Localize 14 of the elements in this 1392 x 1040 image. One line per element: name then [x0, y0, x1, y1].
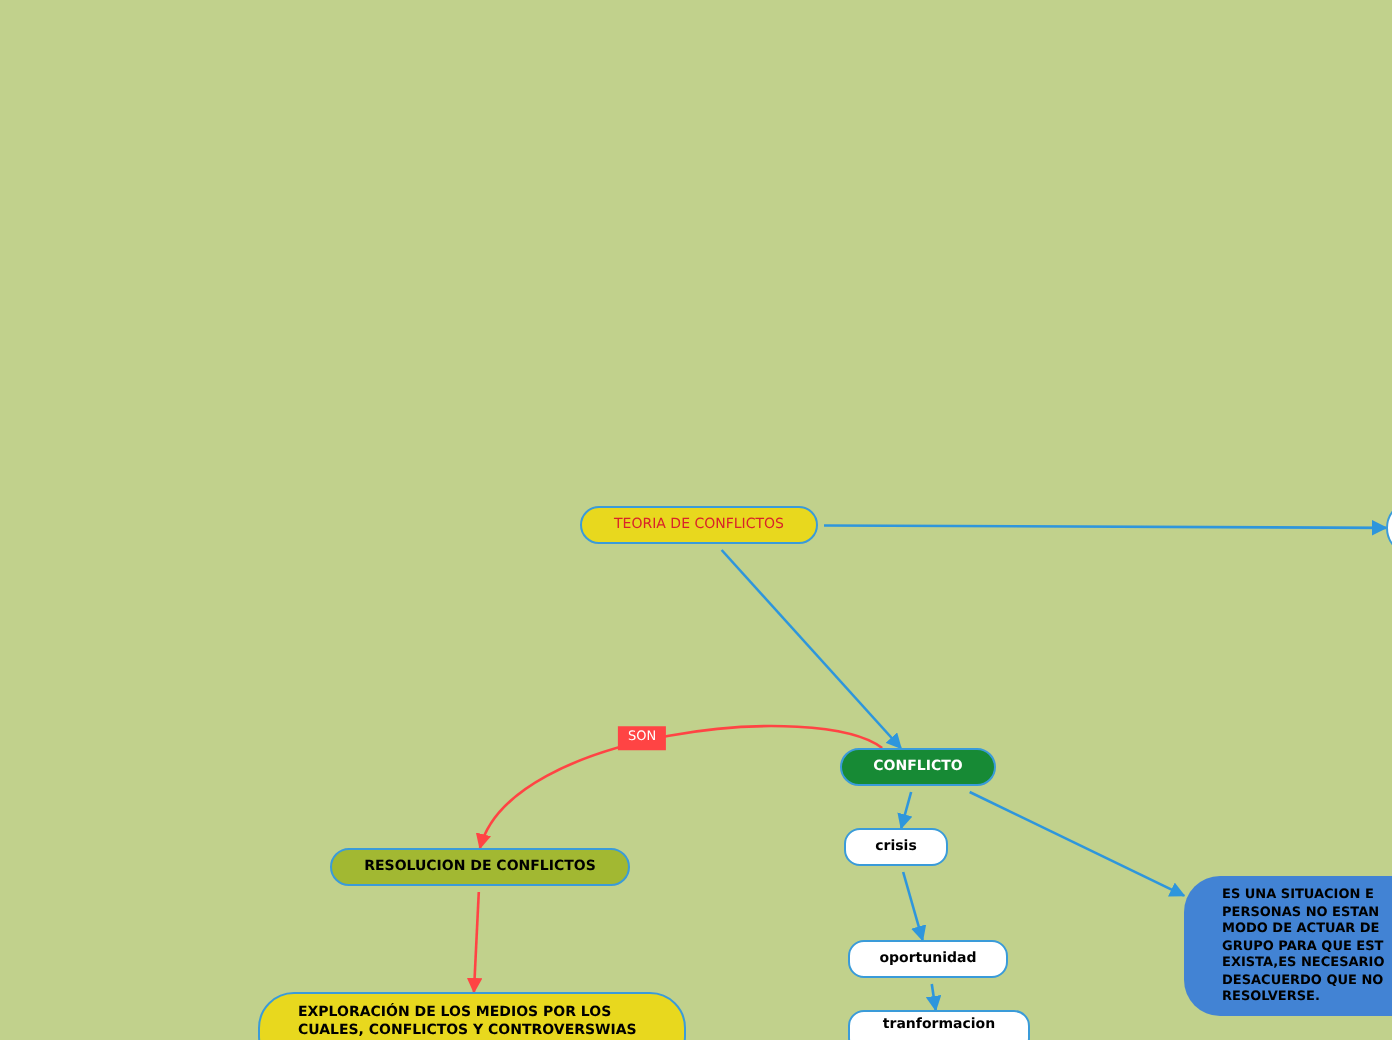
- topic-box: [848, 940, 1008, 978]
- arrow: [720, 549, 902, 750]
- topic-box: [1184, 876, 1392, 1016]
- arrow: [466, 891, 483, 994]
- arrow: [478, 725, 883, 850]
- topic-box: [330, 848, 630, 886]
- arrow: [824, 520, 1388, 536]
- arrow: [925, 983, 942, 1012]
- topic-box: [580, 506, 818, 544]
- topic-box: [844, 828, 948, 866]
- topic-box: [840, 748, 996, 786]
- arrow: [901, 871, 927, 942]
- arrow: [969, 790, 1186, 897]
- arrow: [897, 791, 913, 830]
